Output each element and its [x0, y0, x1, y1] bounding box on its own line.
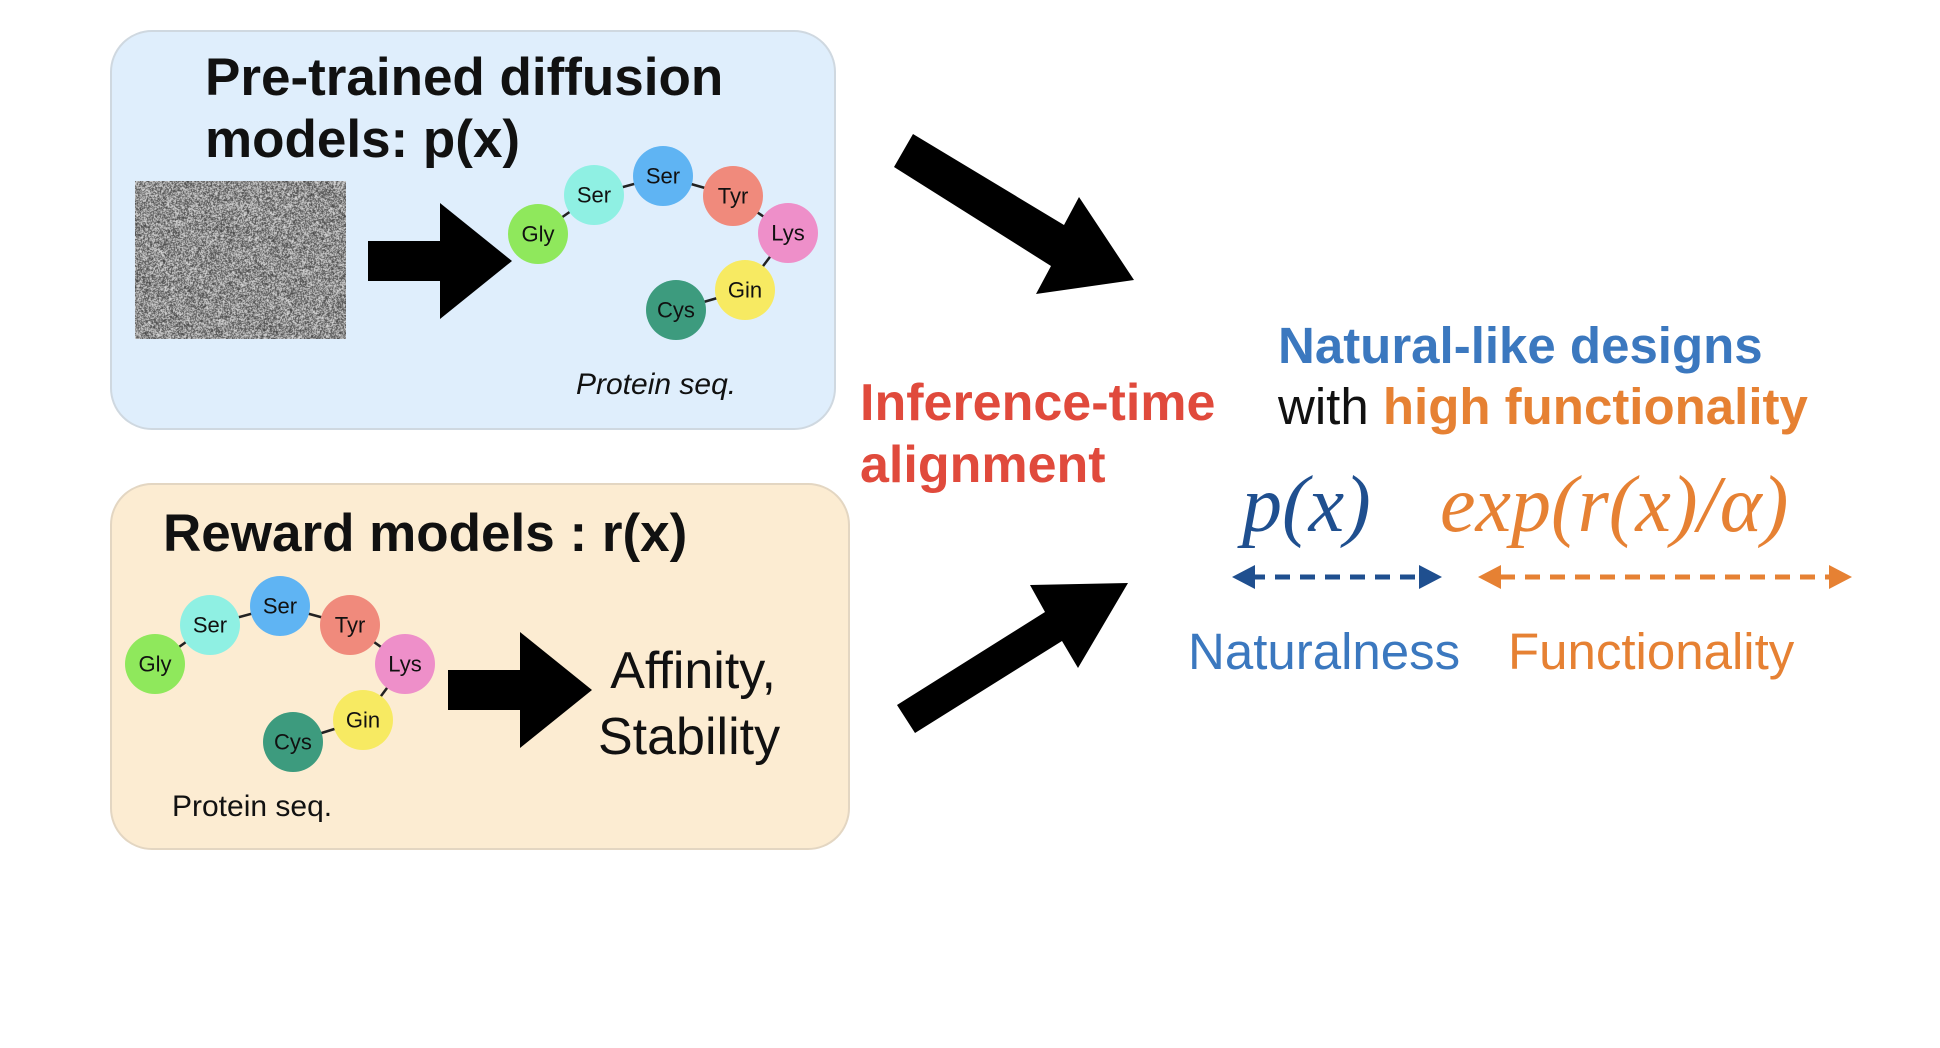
residue-label: Cys — [657, 298, 695, 323]
inference-alignment-line1: Inference-time — [860, 374, 1216, 432]
reward-output-line2: Stability — [598, 708, 781, 766]
residue-lys — [375, 634, 435, 694]
pretrained-title: Pre-trained diffusion models: p(x) — [205, 47, 723, 171]
inference-alignment-label: Inference-time alignment — [860, 372, 1215, 496]
reward-output-line1: Affinity, — [610, 642, 776, 700]
top-protein-chain: Gly Ser Ser Tyr Lys Gin Cys — [508, 146, 818, 340]
residue-label: Ser — [193, 613, 227, 638]
residue-label: Gly — [139, 652, 172, 677]
naturalness-range-arrow — [1232, 565, 1442, 589]
formula-reward: exp(r(x)/α) — [1440, 460, 1788, 551]
residue-gly — [125, 634, 185, 694]
predict-arrow — [448, 632, 592, 748]
residue-lys — [758, 203, 818, 263]
reward-title: Reward models : r(x) — [163, 504, 688, 563]
residue-label: Lys — [771, 221, 804, 246]
noise-image — [135, 181, 346, 339]
residue-label: Ser — [646, 164, 680, 189]
residue-label: Tyr — [335, 613, 366, 638]
residue-label: Ser — [263, 594, 297, 619]
alignment-arrow-top — [894, 134, 1134, 294]
functionality-label: Functionality — [1508, 623, 1795, 680]
top-protein-caption: Protein seq. — [576, 368, 737, 401]
residue-label: Gin — [728, 278, 762, 303]
reward-output: Affinity, Stability — [598, 638, 780, 770]
residue-label: Gly — [522, 222, 555, 247]
residue-ser — [564, 165, 624, 225]
result-high-functionality: high functionality — [1382, 378, 1808, 435]
result-headline: Natural-like designs — [1278, 317, 1763, 374]
formula-reward-text: exp(r(x)/α) — [1440, 461, 1789, 549]
alignment-arrow-bottom — [897, 583, 1128, 733]
naturalness-label: Naturalness — [1188, 623, 1461, 680]
reward-panel — [110, 483, 850, 850]
result-subline: with high functionality — [1278, 377, 1808, 436]
residue-gly — [508, 204, 568, 264]
generate-arrow — [368, 203, 512, 319]
residue-cys — [263, 712, 323, 772]
functionality-range-arrow — [1478, 565, 1852, 589]
residue-tyr — [320, 595, 380, 655]
residue-cys — [646, 280, 706, 340]
residue-label: Tyr — [718, 184, 749, 209]
residue-gin — [333, 690, 393, 750]
residue-label: Lys — [388, 652, 421, 677]
residue-label: Ser — [577, 183, 611, 208]
inference-alignment-line2: alignment — [860, 436, 1106, 494]
residue-ser — [633, 146, 693, 206]
formula-prior: p(x) — [1242, 461, 1371, 549]
residue-label: Cys — [274, 730, 312, 755]
residue-tyr — [703, 166, 763, 226]
result-with: with — [1278, 378, 1369, 435]
residue-ser — [180, 595, 240, 655]
bottom-protein-chain: Gly Ser Ser Tyr Lys Gin Cys — [125, 576, 435, 772]
residue-ser — [250, 576, 310, 636]
pretrained-title-line1: Pre-trained diffusion — [205, 48, 724, 107]
bottom-protein-caption: Protein seq. — [172, 790, 333, 823]
pretrained-title-line2: models: p(x) — [205, 110, 521, 169]
residue-label: Gin — [346, 708, 380, 733]
residue-gin — [715, 260, 775, 320]
